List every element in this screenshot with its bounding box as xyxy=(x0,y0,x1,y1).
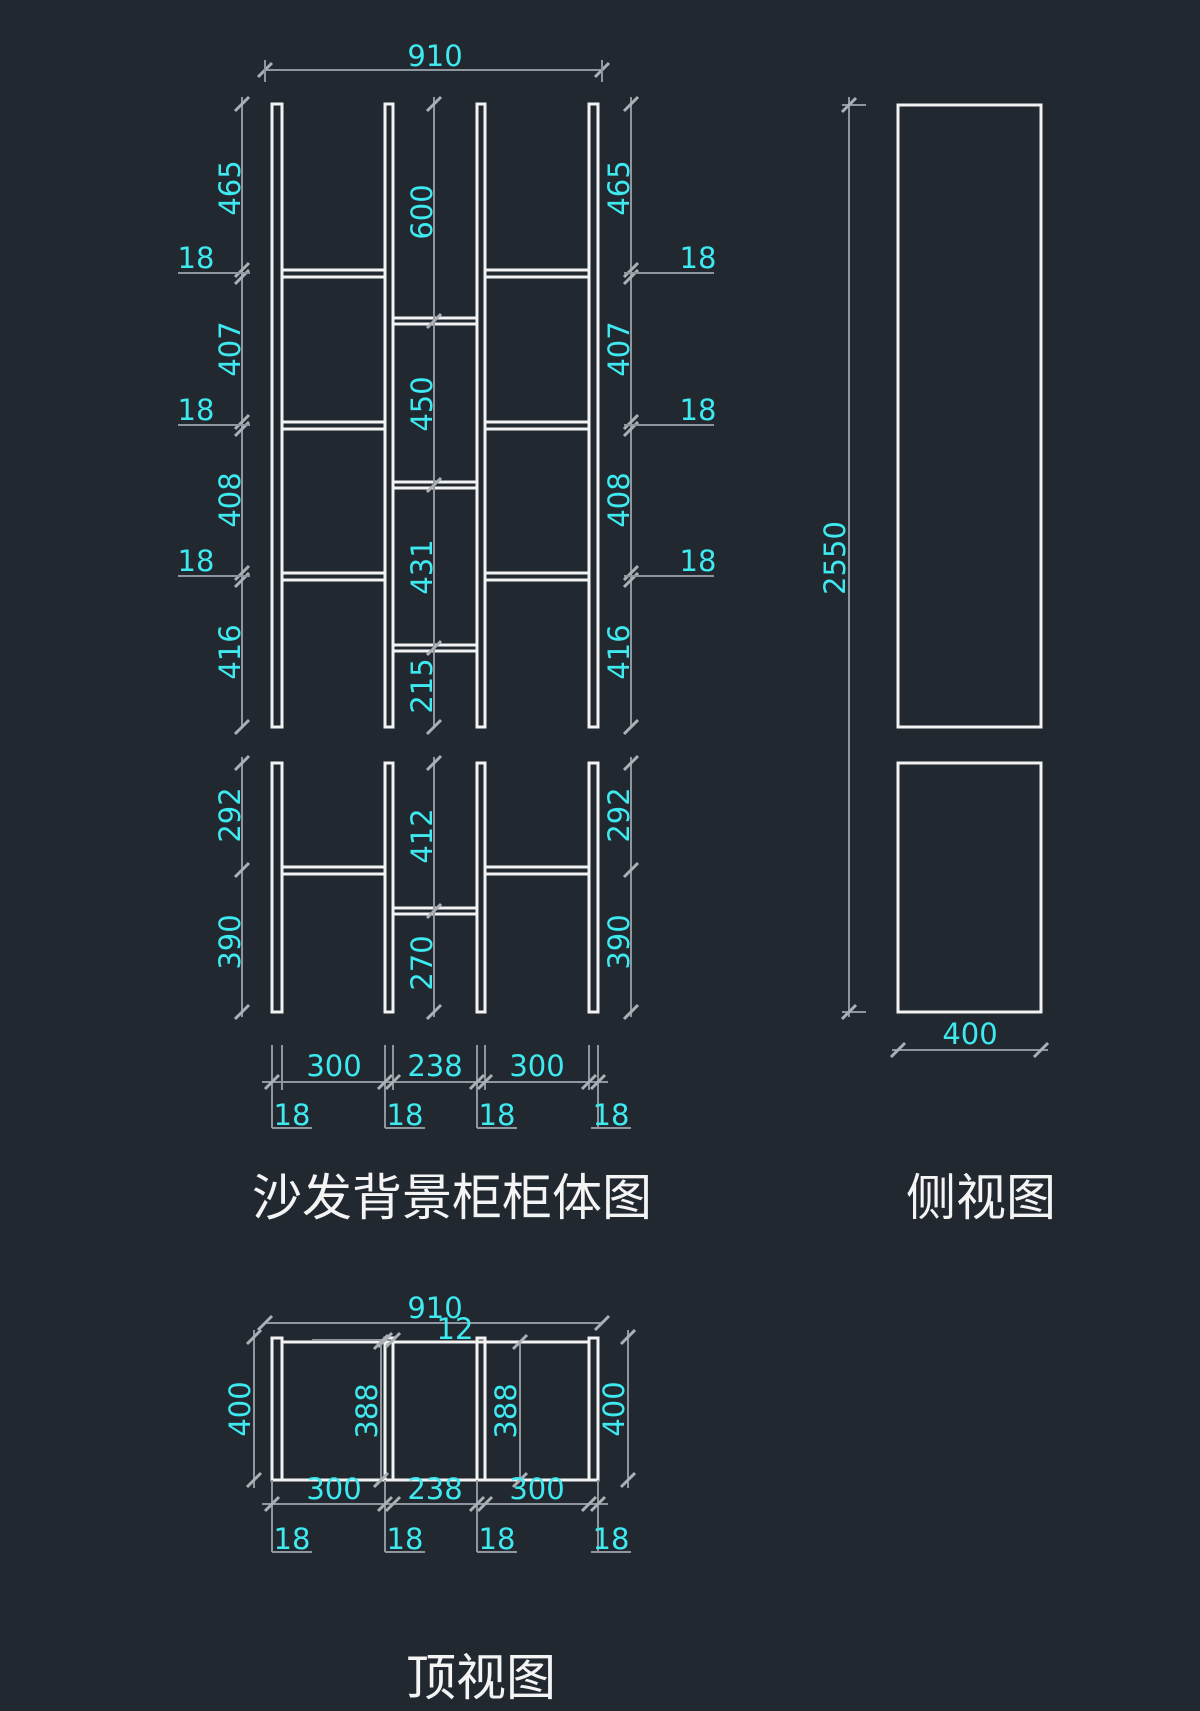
right-dim-ticks xyxy=(622,95,640,1021)
dim-middle-1: 600 xyxy=(405,184,439,239)
dim-middle-2: 450 xyxy=(405,376,439,431)
dim-side-depth: 400 xyxy=(942,1017,997,1051)
dim-right-1: 465 xyxy=(602,160,636,215)
front-dimension-lines xyxy=(178,60,714,1129)
top-view: 910 12 400 388 388 400 xyxy=(223,1291,637,1707)
upper-divider-1 xyxy=(383,102,395,729)
shelf-right-3 xyxy=(483,571,591,582)
side-upper-box xyxy=(896,103,1043,729)
shelf-left-2 xyxy=(280,420,387,431)
front-view: 910 465 18 407 18 408 18 416 292 390 600… xyxy=(178,39,717,1227)
top-divider-1 xyxy=(383,1336,395,1482)
side-lower-box xyxy=(896,761,1043,1014)
upper-cabinet-boards xyxy=(270,102,600,729)
shelf-left-3 xyxy=(280,571,387,582)
lower-divider-1 xyxy=(383,761,395,1014)
dim-middle-lower-1: 412 xyxy=(405,808,439,863)
lower-shelf-left xyxy=(280,865,387,876)
dim-right-5: 408 xyxy=(602,472,636,527)
dim-top-inner-depth-2: 388 xyxy=(489,1383,523,1438)
dim-left-1: 465 xyxy=(213,160,247,215)
dim-thickness-3: 18 xyxy=(479,1098,516,1132)
dim-right-2: 18 xyxy=(680,241,717,275)
dim-top-width-3: 300 xyxy=(509,1472,564,1506)
left-dim-ticks xyxy=(233,95,251,1021)
dim-thickness-2: 18 xyxy=(387,1098,424,1132)
dim-left-2: 18 xyxy=(178,241,215,275)
lower-left-side-board xyxy=(270,761,284,1014)
dim-left-3: 407 xyxy=(213,321,247,376)
dim-top-thickness-1: 18 xyxy=(274,1522,311,1556)
front-view-title: 沙发背景柜柜体图 xyxy=(252,1169,652,1227)
top-left-side-board xyxy=(270,1336,284,1482)
dim-left-7: 416 xyxy=(213,624,247,679)
upper-left-side-board xyxy=(270,102,284,729)
front-dimension-texts: 910 465 18 407 18 408 18 416 292 390 600… xyxy=(178,39,717,1132)
side-view: 2550 400 侧视图 xyxy=(818,96,1056,1227)
dim-right-3: 407 xyxy=(602,321,636,376)
dim-left-5: 408 xyxy=(213,472,247,527)
dim-side-height: 2550 xyxy=(818,521,852,595)
dim-left-lower-2: 390 xyxy=(213,914,247,969)
shelf-right-2 xyxy=(483,420,591,431)
dim-right-4: 18 xyxy=(680,393,717,427)
dim-top-thickness-4: 18 xyxy=(593,1522,630,1556)
upper-divider-2 xyxy=(475,102,487,729)
dim-thickness-4: 18 xyxy=(593,1098,630,1132)
dim-left-lower-1: 292 xyxy=(213,787,247,842)
top-view-title: 顶视图 xyxy=(406,1649,556,1707)
lower-right-side-board xyxy=(587,761,600,1014)
dim-width-1: 300 xyxy=(306,1049,361,1083)
dim-top-right-depth: 400 xyxy=(597,1381,631,1436)
dim-middle-4: 215 xyxy=(405,658,439,713)
shelf-right-1 xyxy=(483,268,591,279)
dim-middle-lower-2: 270 xyxy=(405,935,439,990)
dim-thickness-1: 18 xyxy=(274,1098,311,1132)
shelf-left-1 xyxy=(280,268,387,279)
dim-top-thickness-2: 18 xyxy=(387,1522,424,1556)
dim-top-thickness-3: 18 xyxy=(479,1522,516,1556)
lower-shelf-right xyxy=(483,865,591,876)
dim-overall-width: 910 xyxy=(407,39,462,73)
side-view-title: 侧视图 xyxy=(906,1169,1056,1227)
dim-right-7: 416 xyxy=(602,624,636,679)
dim-right-6: 18 xyxy=(680,544,717,578)
middle-dim-ticks xyxy=(425,95,443,1021)
dim-width-2: 238 xyxy=(407,1049,462,1083)
lower-divider-2 xyxy=(475,761,487,1014)
dim-left-6: 18 xyxy=(178,544,215,578)
dim-right-lower-2: 390 xyxy=(602,914,636,969)
dim-right-lower-1: 292 xyxy=(602,787,636,842)
dim-left-4: 18 xyxy=(178,393,215,427)
dim-middle-3: 431 xyxy=(405,539,439,594)
top-divider-2 xyxy=(475,1336,487,1482)
dim-top-inner-depth-1: 388 xyxy=(350,1383,384,1438)
dim-top-inset: 12 xyxy=(437,1312,474,1346)
dim-width-3: 300 xyxy=(509,1049,564,1083)
dim-top-width-2: 238 xyxy=(407,1472,462,1506)
dim-top-overall-width: 910 xyxy=(407,1291,462,1325)
dim-top-width-1: 300 xyxy=(306,1472,361,1506)
upper-right-side-board xyxy=(587,102,600,729)
dim-top-left-depth: 400 xyxy=(223,1381,257,1436)
